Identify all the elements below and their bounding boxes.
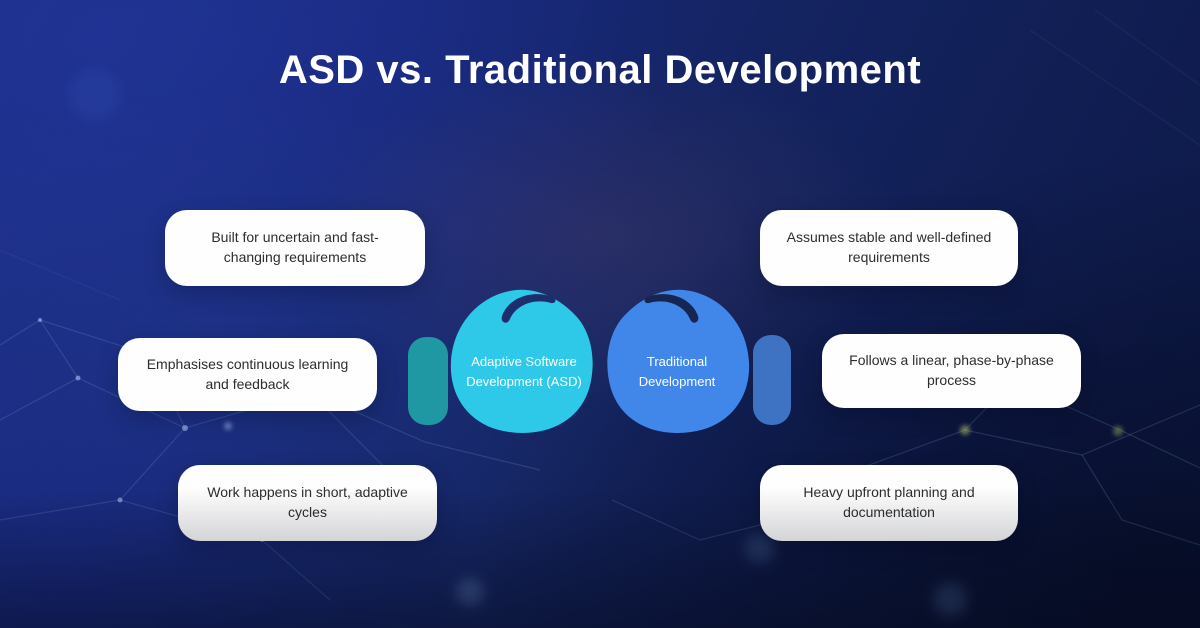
- traditional-glove-label: Traditional Development: [638, 354, 716, 389]
- asd-glove-label: Adaptive Software Development (ASD): [466, 354, 582, 389]
- page-title: ASD vs. Traditional Development: [278, 48, 922, 92]
- asd-point-text-1: Built for uncertain and fast-changing re…: [211, 229, 379, 265]
- left-glove-cuff-icon: [408, 337, 448, 425]
- traditional-point-text-1: Assumes stable and well-defined requirem…: [786, 229, 992, 265]
- asd-point-card-1: Built for uncertain and fast-changing re…: [165, 210, 425, 286]
- boxing-gloves-graphic: [408, 289, 791, 433]
- asd-point-card-3: Work happens in short, adaptive cycles: [178, 465, 437, 541]
- traditional-point-card-1: Assumes stable and well-defined requirem…: [760, 210, 1018, 286]
- asd-point-card-2: Emphasises continuous learning and feedb…: [118, 338, 377, 411]
- traditional-point-card-3: Heavy upfront planning and documentation: [760, 465, 1018, 541]
- asd-point-text-2: Emphasises continuous learning and feedb…: [146, 355, 349, 392]
- right-glove-cuff-icon: [753, 335, 791, 425]
- asd-point-text-3: Work happens in short, adaptive cycles: [207, 484, 408, 520]
- traditional-point-card-2: Follows a linear, phase-by-phase process: [822, 334, 1081, 408]
- traditional-point-text-2: Follows a linear, phase-by-phase process: [849, 352, 1054, 388]
- traditional-point-text-3: Heavy upfront planning and documentation: [803, 484, 975, 520]
